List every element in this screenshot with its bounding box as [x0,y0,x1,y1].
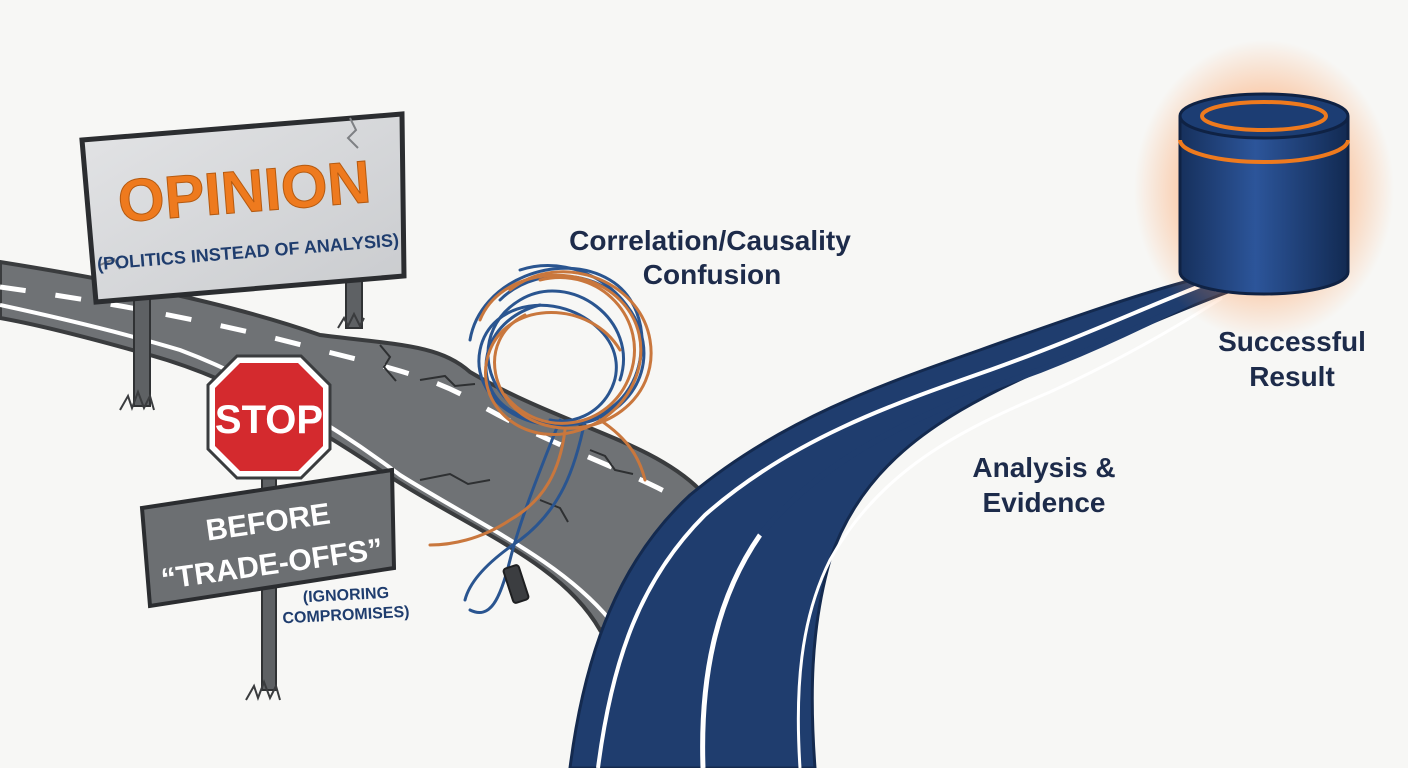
billboard-grass-left [119,389,155,411]
gray-road-center-dashes [0,284,692,508]
path-label-line-2: Evidence [983,487,1106,518]
cylinder-top-ring [1200,100,1328,132]
billboard-post-left [133,289,151,407]
blue-road [568,276,1232,768]
blue-road-right-line [796,296,1223,768]
cylinder-body [1178,116,1350,296]
ignoring-line-1: (IGNORING [302,585,389,606]
tradeoffs-panel [139,467,397,609]
road-crack-5 [539,499,569,523]
panel-post [261,579,277,691]
road-crack-2 [419,374,476,388]
tangle-label-line-2: Confusion [643,259,781,290]
goal-label-line-1: Successful [1218,326,1366,357]
cylinder-band [1178,139,1350,164]
opinion-billboard: OPINION (POLITICS INSTEAD OF ANALYSIS) [79,111,407,411]
stop-octagon [215,363,323,471]
ignoring-line-2: COMPROMISES) [282,604,410,628]
road-crack-3 [419,472,491,486]
glowing-cylinder-icon [1134,40,1394,340]
goal-label-line-2: Result [1249,361,1335,392]
road-crack-1 [379,344,397,382]
blue-road-left-line [596,281,1209,768]
panel-grass [245,679,281,701]
billboard-grass-right [337,311,365,329]
billboard-crack-2 [99,257,121,270]
stop-sign-icon: STOP [206,354,332,480]
road-crack-4 [589,449,634,475]
blue-road-center-dashes [757,287,1217,537]
billboard-crack [346,117,359,149]
tangled-wires-icon [428,264,653,614]
tangle-label-line-1: Correlation/Causality [569,225,851,256]
path-label-line-1: Analysis & [972,452,1115,483]
billboard-board [79,111,407,305]
wire-plug [502,564,530,604]
stop-label: STOP [215,398,323,442]
